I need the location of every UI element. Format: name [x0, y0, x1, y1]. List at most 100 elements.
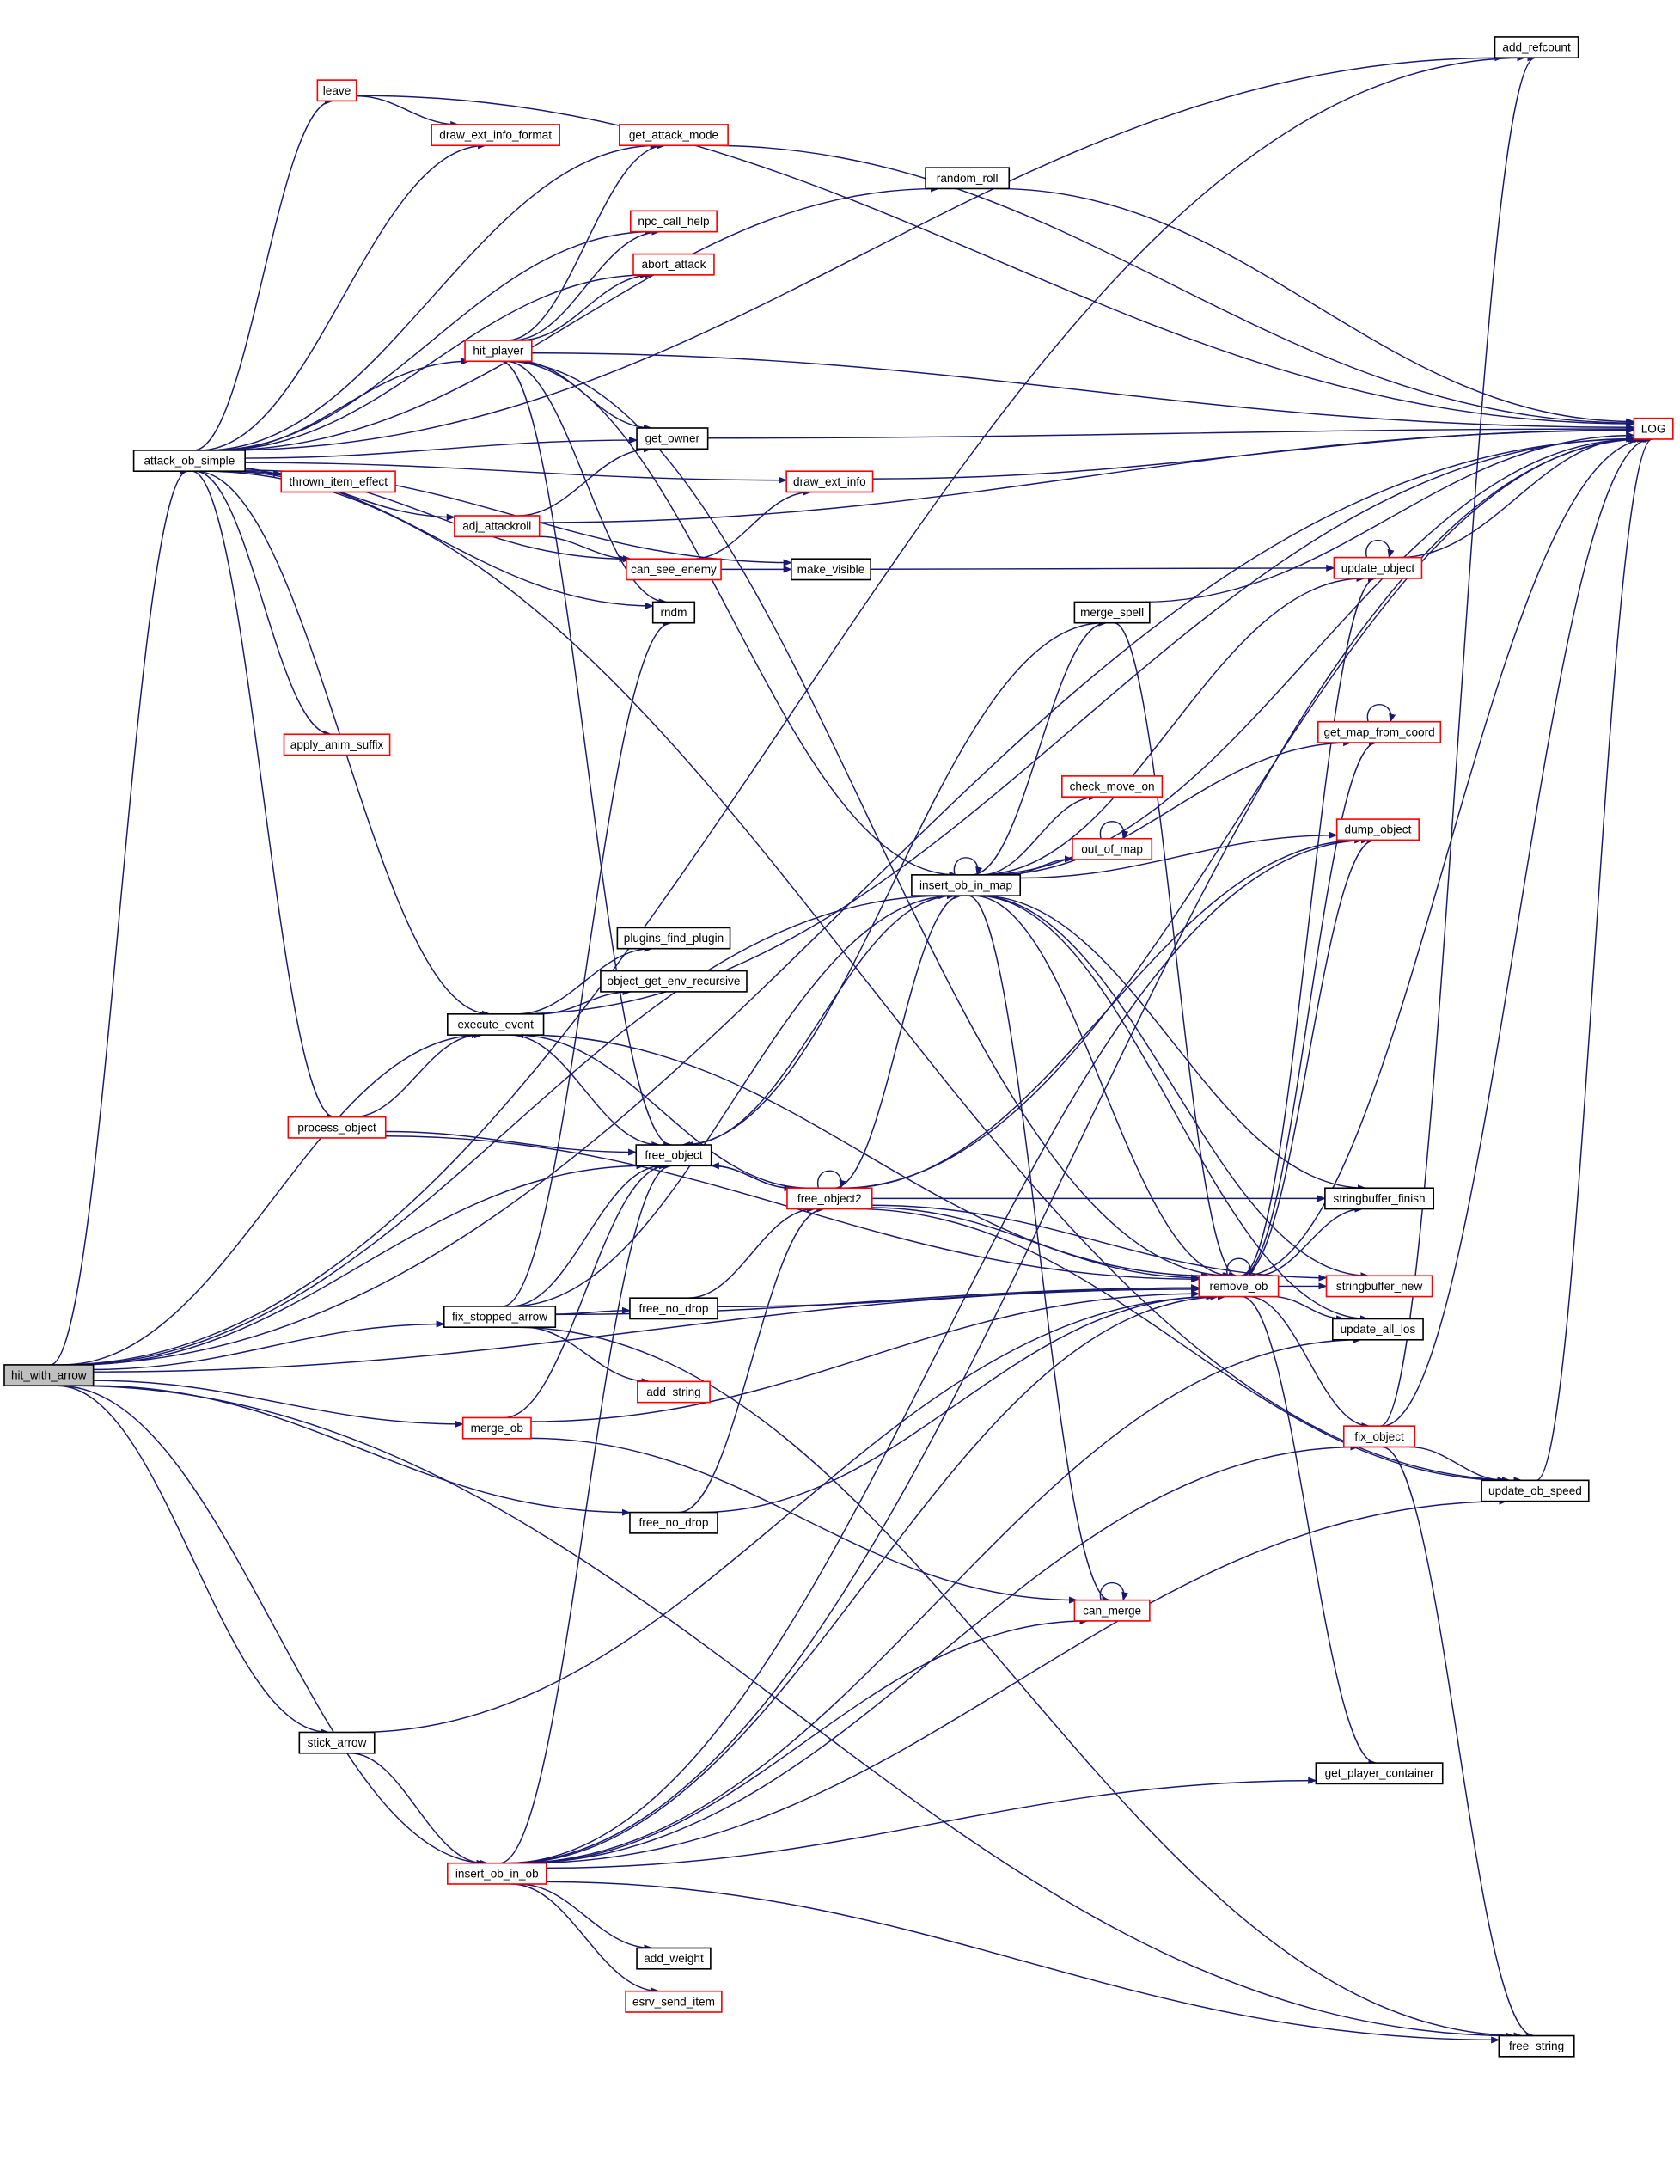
node-box — [925, 167, 1011, 190]
edge-insert_ob_in_map-to-LOG — [981, 435, 1639, 876]
edge-fix_stopped_arrow-to-rndm — [502, 619, 672, 1307]
node-label: apply_anim_suffix — [290, 738, 384, 751]
edge-free_object2-to-remove_ob — [871, 1207, 1200, 1282]
node-apply-anim-suffix[interactable]: apply_anim_suffix — [283, 733, 391, 756]
node-hit-player[interactable]: hit_player — [464, 340, 533, 363]
edge-insert_ob_in_map-to-insert_ob_in_map — [953, 857, 983, 876]
node-stringbuffer-finish[interactable]: stringbuffer_finish — [1324, 1187, 1435, 1210]
node-get-attack-mode[interactable]: get_attack_mode — [618, 124, 729, 147]
edge-execute_event-to-remove_ob — [525, 1034, 1211, 1280]
node-box — [316, 79, 357, 102]
node-label: thrown_item_effect — [289, 475, 388, 488]
node-hit-with-arrow[interactable]: hit_with_arrow — [3, 1364, 95, 1387]
node-draw-ext-info-format[interactable]: draw_ext_info_format — [431, 124, 560, 147]
node-box — [785, 470, 874, 493]
node-leave[interactable]: leave — [316, 79, 357, 102]
node-fix-stopped-arrow[interactable]: fix_stopped_arrow — [443, 1306, 557, 1329]
edge-hit_with_arrow-to-merge_ob — [93, 1380, 464, 1428]
node-free-string[interactable]: free_string — [1498, 2034, 1575, 2058]
node-label: add_refcount — [1502, 41, 1571, 54]
node-add-weight[interactable]: add_weight — [636, 1947, 712, 1970]
node-label: get_owner — [645, 432, 700, 445]
edge-attack_ob_simple-to-add_refcount — [223, 54, 1504, 451]
edge-leave-to-draw_ext_info_format — [356, 95, 460, 129]
node-fix-object[interactable]: fix_object — [1342, 1425, 1416, 1448]
edge-hit_player-to-remove_ob — [506, 360, 1231, 1280]
node-update-all-los[interactable]: update_all_los — [1331, 1318, 1424, 1341]
node-box — [1315, 1762, 1444, 1785]
node-box — [636, 427, 709, 450]
node-make-visible[interactable]: make_visible — [791, 558, 871, 581]
node-can-see-enemy[interactable]: can_see_enemy — [626, 558, 722, 581]
edge-attack_ob_simple-to-hit_player — [218, 358, 470, 451]
node-insert-ob-in-ob[interactable]: insert_ob_in_ob — [446, 1862, 547, 1885]
node-merge-ob[interactable]: merge_ob — [461, 1416, 532, 1440]
node-check-move-on[interactable]: check_move_on — [1061, 775, 1164, 798]
node-label: adj_attackroll — [462, 520, 531, 533]
edge-remove_ob-to-update_object — [1240, 574, 1378, 1277]
node-thrown-item-effect[interactable]: thrown_item_effect — [280, 470, 396, 493]
node-free-object2[interactable]: free_object2 — [786, 1187, 873, 1210]
node-box — [431, 124, 560, 147]
node-label: plugins_find_plugin — [624, 932, 724, 945]
node-dump-object[interactable]: dump_object — [1335, 818, 1420, 841]
edge-free_object2-to-stringbuffer_new — [871, 1204, 1328, 1282]
node-label: hit_with_arrow — [11, 1369, 87, 1382]
node-free-object[interactable]: free_object — [635, 1144, 712, 1167]
node-random-roll[interactable]: random_roll — [925, 167, 1011, 190]
node-get-player-container[interactable]: get_player_container — [1315, 1762, 1444, 1785]
node-label: free_string — [1509, 2040, 1564, 2052]
node-rndm[interactable]: rndm — [651, 601, 696, 624]
node-remove-ob[interactable]: remove_ob — [1198, 1275, 1280, 1298]
node-plugins-find-plugin[interactable]: plugins_find_plugin — [616, 927, 731, 950]
node-merge-spell[interactable]: merge_spell — [1073, 601, 1151, 624]
node-label: update_object — [1341, 561, 1415, 574]
node-update-object[interactable]: update_object — [1333, 556, 1423, 579]
node-insert-ob-in-map[interactable]: insert_ob_in_map — [911, 874, 1022, 896]
edge-process_object-to-execute_event — [352, 1031, 480, 1118]
node-stick-arrow[interactable]: stick_arrow — [298, 1731, 376, 1754]
node-get-owner[interactable]: get_owner — [636, 427, 709, 450]
edge-fix_object-to-add_refcount — [1380, 54, 1536, 1427]
edge-stick_arrow-to-insert_ob_in_ob — [349, 1753, 486, 1867]
node-box — [283, 733, 391, 756]
edge-insert_ob_in_ob-to-fix_object — [517, 1443, 1359, 1864]
edge-out_of_map-to-out_of_map — [1099, 820, 1129, 840]
node-free-no-drop-2[interactable]: free_no_drop — [629, 1511, 718, 1534]
node-LOG[interactable]: LOG — [1633, 417, 1674, 440]
edge-insert_ob_in_ob-to-can_merge — [521, 1617, 1089, 1864]
node-get-map-from-coord[interactable]: get_map_from_coord — [1317, 720, 1442, 743]
node-process-object[interactable]: process_object — [287, 1116, 387, 1139]
edge-remove_ob-to-get_player_container — [1241, 1295, 1378, 1767]
node-free-no-drop-1[interactable]: free_no_drop — [629, 1297, 718, 1320]
edge-free_no_drop_1-to-remove_ob — [717, 1284, 1200, 1308]
node-can-merge[interactable]: can_merge — [1073, 1599, 1151, 1622]
node-abort-attack[interactable]: abort_attack — [632, 253, 715, 276]
node-label: can_merge — [1083, 1604, 1141, 1617]
node-stringbuffer-new[interactable]: stringbuffer_new — [1325, 1275, 1433, 1298]
node-object-get-env-recursive[interactable]: object_get_env_recursive — [600, 970, 748, 993]
node-npc-call-help[interactable]: npc_call_help — [629, 210, 718, 233]
node-adj-attackroll[interactable]: adj_attackroll — [454, 515, 541, 538]
node-add-string[interactable]: add_string — [637, 1380, 711, 1404]
edge-merge_ob-to-free_object — [504, 1162, 669, 1419]
node-box — [636, 1947, 712, 1970]
node-add-refcount[interactable]: add_refcount — [1494, 36, 1579, 59]
node-draw-ext-info[interactable]: draw_ext_info — [785, 470, 874, 493]
node-out-of-map[interactable]: out_of_map — [1072, 837, 1153, 860]
node-box — [1633, 417, 1674, 440]
edge-get_owner-to-LOG — [707, 425, 1635, 439]
node-label: merge_ob — [471, 1422, 523, 1435]
edge-insert_ob_in_ob-to-free_object — [499, 1162, 673, 1864]
edge-hit_with_arrow-to-attack_ob_simple — [50, 468, 189, 1366]
node-execute-event[interactable]: execute_event — [446, 1012, 545, 1036]
edge-insert_ob_in_map-to-dump_object — [1020, 831, 1338, 879]
edge-insert_ob_in_map-to-update_object — [979, 574, 1365, 876]
node-attack-ob-simple[interactable]: attack_ob_simple — [132, 450, 246, 473]
node-update-ob-speed[interactable]: update_ob_speed — [1481, 1479, 1590, 1502]
node-esrv-send-item[interactable]: esrv_send_item — [625, 1990, 723, 2013]
node-box — [287, 1116, 387, 1139]
node-box — [1498, 2034, 1575, 2058]
